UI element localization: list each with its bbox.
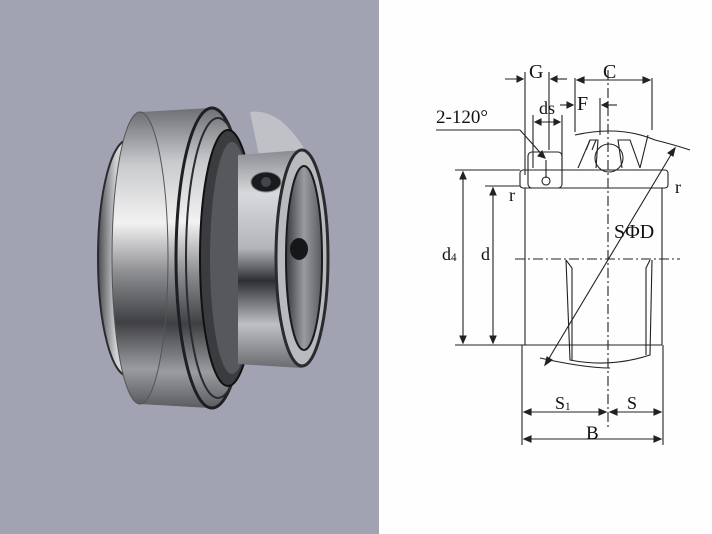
label-d4-subscript: 4 bbox=[451, 251, 457, 264]
label-S1: S1 bbox=[555, 394, 571, 412]
dimension-drawing bbox=[436, 70, 691, 445]
label-d: d bbox=[481, 244, 490, 264]
label-B: B bbox=[586, 423, 599, 444]
label-angle: 2-120° bbox=[436, 107, 488, 128]
label-S1-subscript: 1 bbox=[565, 400, 571, 413]
dimension-diagram: G C F ds 2-120° r r SΦD d4 d S1 S B bbox=[379, 0, 712, 534]
label-ds: ds bbox=[539, 98, 556, 118]
label-G: G bbox=[529, 61, 544, 83]
bearing-photo bbox=[97, 106, 330, 410]
label-C: C bbox=[603, 61, 617, 83]
label-d4: d4 bbox=[442, 245, 457, 263]
bearing-photo-panel bbox=[0, 0, 379, 534]
label-d4-main: d bbox=[442, 244, 451, 264]
label-sphere-diameter: SΦD bbox=[614, 221, 655, 243]
label-S: S bbox=[627, 393, 638, 413]
label-r-left: r bbox=[509, 185, 515, 205]
label-S1-main: S bbox=[555, 393, 566, 413]
label-F: F bbox=[577, 93, 589, 115]
label-r-right: r bbox=[675, 177, 681, 197]
